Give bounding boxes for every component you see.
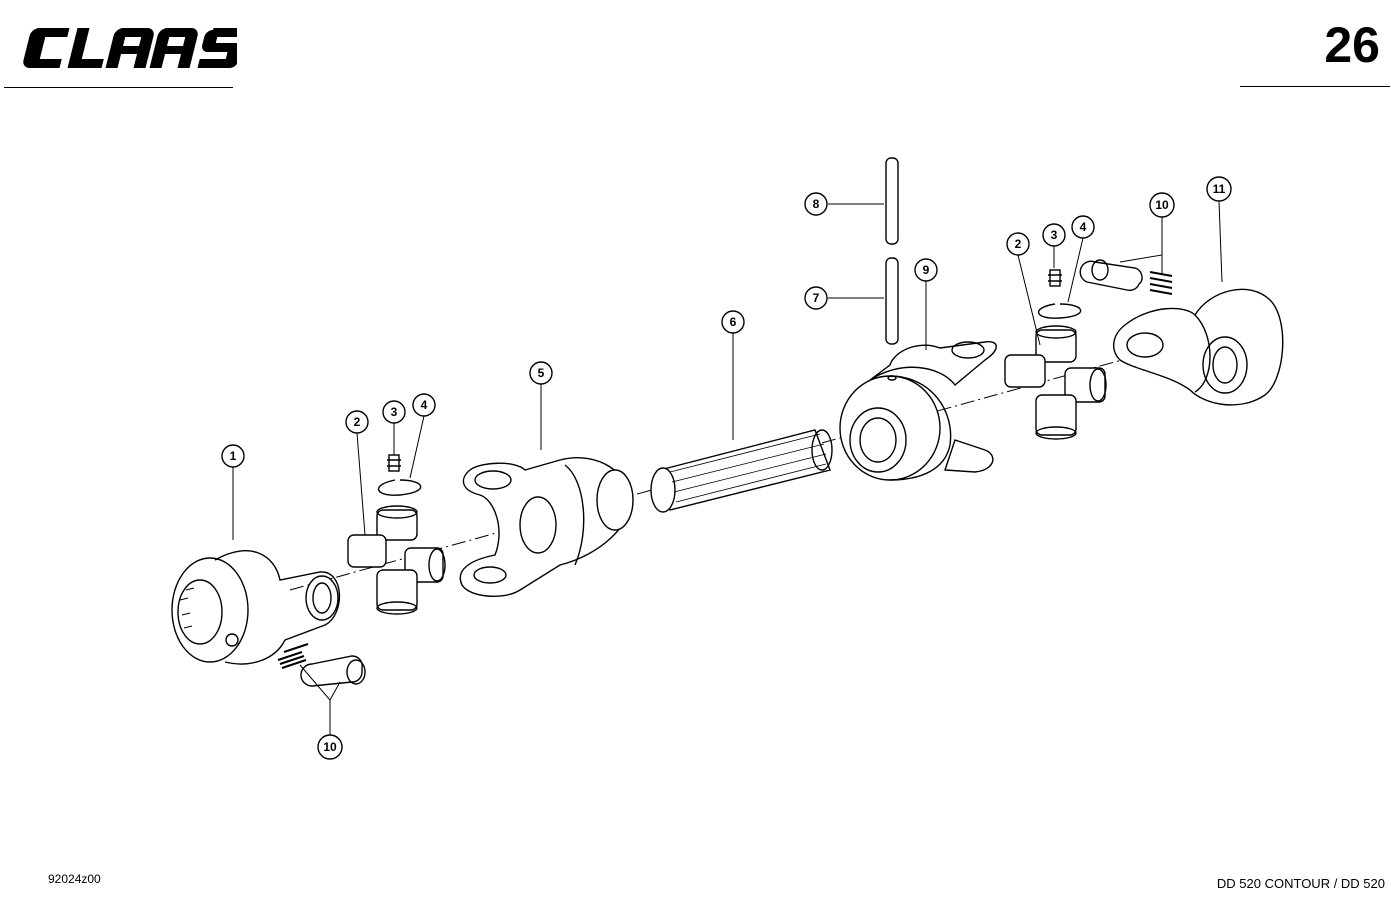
- part-6-splined-shaft: [650, 429, 833, 513]
- callout-label: 11: [1213, 182, 1226, 196]
- drawing-number: 92024z00: [48, 872, 101, 886]
- callout-label: 2: [354, 415, 361, 429]
- claas-logo: [23, 28, 237, 68]
- callout-label: 1: [230, 449, 237, 463]
- callout-label: 5: [538, 366, 545, 380]
- part-2-upper-cross: [1004, 325, 1107, 440]
- header-rule-right: [1240, 86, 1390, 87]
- part-3-lower-grease-nipple: [387, 454, 401, 472]
- part-7-roll-pin: [885, 257, 899, 345]
- callout-6: [721, 310, 745, 334]
- part-3-upper-grease-nipple: [1048, 269, 1062, 287]
- callout-label: 3: [1051, 228, 1058, 242]
- callout-label: 6: [730, 315, 737, 329]
- callout-label: 4: [1080, 220, 1087, 234]
- part-5-yoke-tube: [459, 457, 634, 598]
- callout-7: [804, 286, 828, 310]
- callout-3-upper: [1042, 223, 1066, 247]
- part-9-sleeve-yoke: [839, 341, 997, 481]
- part-4-lower-circlip: [378, 479, 422, 496]
- callout-label: 10: [1155, 198, 1169, 212]
- model-label: DD 520 CONTOUR / DD 520: [1216, 876, 1385, 891]
- callout-label: 9: [923, 263, 930, 277]
- callout-1: [221, 444, 245, 468]
- part-4-upper-circlip: [1038, 303, 1082, 319]
- callout-8: [804, 192, 828, 216]
- part-10-upper-pin: [1079, 259, 1173, 295]
- callout-4-upper: [1071, 215, 1095, 239]
- callout-5: [529, 361, 553, 385]
- callout-4-lower: [412, 393, 436, 417]
- callout-2-upper: [1006, 232, 1030, 256]
- callout-11: [1206, 176, 1232, 202]
- header-rule-left: [4, 87, 233, 88]
- part-2-lower-cross: [347, 505, 446, 615]
- callout-10-lower: [317, 734, 343, 760]
- callout-label: 3: [391, 405, 398, 419]
- part-8-roll-pin: [885, 157, 899, 245]
- callout-label: 2: [1015, 237, 1022, 251]
- part-1-hub-yoke: [171, 550, 341, 665]
- leader-lines: [232, 200, 1223, 735]
- callout-label: 10: [323, 740, 337, 754]
- callout-label: 8: [813, 197, 820, 211]
- callout-2-lower: [345, 410, 369, 434]
- page-number: 26: [1324, 17, 1380, 73]
- part-11-yoke: [1113, 288, 1284, 406]
- callout-10-upper: [1149, 192, 1175, 218]
- callout-9: [914, 258, 938, 282]
- callout-label: 7: [813, 291, 820, 305]
- callout-label: 4: [421, 398, 428, 412]
- callout-3-lower: [382, 400, 406, 424]
- part-10-lower-pin: [277, 643, 366, 687]
